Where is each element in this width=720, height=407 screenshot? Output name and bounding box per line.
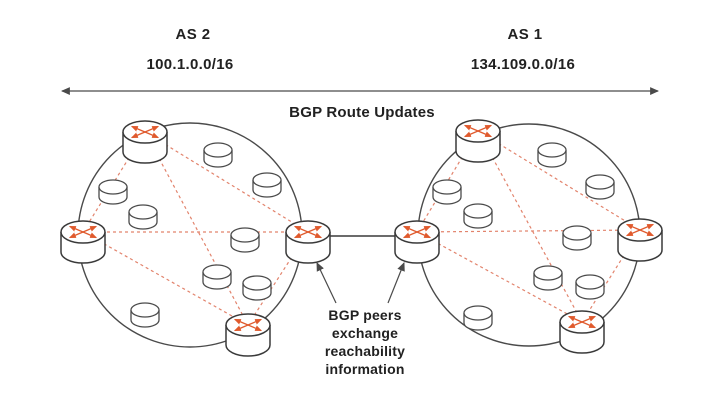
host-icon [537, 142, 567, 168]
host-icon [585, 174, 615, 200]
router-arrow-glyph [567, 321, 583, 329]
mesh-link [477, 130, 641, 231]
router-arrow-glyph [68, 231, 84, 239]
router-icon [122, 120, 168, 164]
host-icon [202, 264, 232, 290]
router-arrow-glyph [625, 229, 641, 237]
router-arrow-glyph [82, 231, 98, 239]
router-arrow-glyph [144, 125, 160, 133]
route-updates-label: BGP Route Updates [289, 104, 435, 121]
as-right-prefix: 134.109.0.0/16 [470, 56, 576, 73]
router-arrow-glyph [68, 225, 84, 233]
mesh-link [416, 229, 641, 233]
router-arrow-glyph [625, 223, 641, 231]
annotation-line: exchange [331, 325, 399, 341]
host-icon [242, 275, 272, 301]
router-arrow-glyph [639, 223, 655, 231]
router-icon [455, 119, 501, 163]
router-arrow-glyph [402, 231, 418, 239]
annotation-pointer-arrow [316, 261, 337, 304]
annotation-line: information [325, 361, 405, 377]
as-right-name: AS 1 [507, 26, 543, 43]
router-arrow-glyph [293, 231, 309, 239]
annotation-pointer-arrow [387, 261, 405, 304]
router-icon [394, 220, 440, 264]
router-arrow-glyph [477, 130, 493, 138]
host-icon [463, 203, 493, 229]
mesh-link [416, 231, 583, 323]
host-icon [98, 179, 128, 205]
router-icon [225, 313, 271, 357]
as-left-name: AS 2 [175, 26, 211, 43]
router-arrow-glyph [477, 124, 493, 132]
router-arrow-glyph [416, 225, 432, 233]
router-icon [559, 310, 605, 354]
host-icon [130, 302, 160, 328]
as2-cloud [77, 122, 303, 348]
mesh-link [144, 131, 249, 326]
router-arrow-glyph [233, 324, 249, 332]
router-arrow-glyph [639, 229, 655, 237]
router-arrow-glyph [144, 131, 160, 139]
as1-cloud [417, 123, 641, 347]
router-arrow-glyph [130, 131, 146, 139]
router-arrow-glyph [247, 318, 263, 326]
router-arrow-glyph [293, 225, 309, 233]
host-icon [128, 204, 158, 230]
router-icon [617, 218, 663, 262]
router-arrow-glyph [82, 225, 98, 233]
router-arrow-glyph [416, 231, 432, 239]
annotation-line: BGP peers [328, 307, 402, 323]
router-arrow-glyph [233, 318, 249, 326]
host-icon [230, 227, 260, 253]
router-icon [60, 220, 106, 264]
router-arrow-glyph [463, 124, 479, 132]
host-icon [432, 179, 462, 205]
router-arrow-glyph [581, 315, 597, 323]
mesh-link [82, 231, 249, 326]
router-arrow-glyph [463, 130, 479, 138]
bgp-peers-annotation: BGP peers exchange reachability informat… [325, 306, 405, 378]
host-icon [252, 172, 282, 198]
host-icon [562, 225, 592, 251]
annotation-line: reachability [324, 343, 406, 359]
router-icon [285, 220, 331, 264]
router-arrow-glyph [307, 225, 323, 233]
host-icon [575, 274, 605, 300]
router-arrow-glyph [581, 321, 597, 329]
mesh-link [477, 130, 583, 323]
host-icon [463, 305, 493, 331]
router-arrow-glyph [130, 125, 146, 133]
router-arrow-glyph [402, 225, 418, 233]
router-arrow-glyph [307, 231, 323, 239]
host-icon [203, 142, 233, 168]
router-arrow-glyph [247, 324, 263, 332]
host-icon [533, 265, 563, 291]
router-arrow-glyph [567, 315, 583, 323]
mesh-link [144, 131, 309, 233]
as-left-prefix: 100.1.0.0/16 [146, 56, 234, 73]
